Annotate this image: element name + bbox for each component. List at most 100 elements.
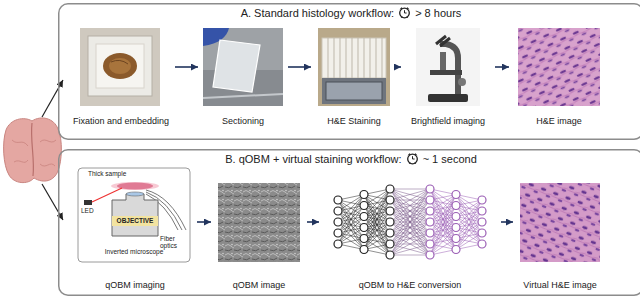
network-link bbox=[390, 233, 430, 255]
tissue-sample-photo bbox=[4, 118, 62, 183]
step-caption: H&E image bbox=[510, 116, 608, 126]
he-micrograph bbox=[518, 28, 600, 106]
microscope-photo bbox=[416, 28, 480, 106]
network-neuron bbox=[452, 235, 460, 243]
branch-arrow bbox=[42, 80, 63, 117]
setup-label: Inverted microscope bbox=[105, 248, 164, 255]
workflow-step: Sectioning bbox=[199, 26, 287, 126]
flow-arrow bbox=[197, 221, 211, 223]
network-neuron bbox=[360, 246, 368, 254]
workflow-step: H&E Staining bbox=[312, 26, 396, 126]
branch-arrow bbox=[42, 184, 63, 220]
network-link bbox=[390, 189, 430, 222]
network-link bbox=[390, 189, 430, 233]
network-link bbox=[390, 222, 430, 255]
setup-label: OBJECTIVE bbox=[117, 217, 154, 224]
network-neuron bbox=[426, 196, 434, 204]
step-caption: Fixation and embedding bbox=[68, 116, 174, 126]
network-link bbox=[390, 189, 430, 211]
network-neuron bbox=[334, 229, 342, 237]
network-link bbox=[390, 189, 430, 211]
network-link bbox=[390, 211, 430, 255]
network-link bbox=[390, 189, 430, 255]
network-neuron bbox=[360, 191, 368, 199]
network-link bbox=[390, 189, 430, 190]
network-neuron bbox=[478, 240, 486, 248]
step-caption: Brightfield imaging bbox=[402, 116, 494, 126]
alarm-clock-icon bbox=[398, 6, 411, 19]
flow-arrow bbox=[501, 221, 513, 223]
network-neuron bbox=[386, 240, 394, 248]
network-neuron bbox=[334, 196, 342, 204]
network-link bbox=[390, 189, 430, 244]
flow-arrow bbox=[397, 66, 401, 68]
network-neuron bbox=[334, 207, 342, 215]
setup-label: Fiber optics bbox=[160, 235, 190, 250]
network-link bbox=[390, 244, 430, 255]
network-neuron bbox=[426, 229, 434, 237]
workflow-step: H&E image bbox=[510, 26, 608, 126]
virtual-he-micrograph bbox=[520, 183, 600, 262]
network-neuron bbox=[386, 229, 394, 237]
network-neuron bbox=[360, 213, 368, 221]
network-link bbox=[390, 189, 430, 222]
workflow-step: Virtual H&E image bbox=[514, 168, 606, 290]
network-neuron bbox=[452, 202, 460, 210]
network-neuron bbox=[334, 218, 342, 226]
network-neuron bbox=[426, 218, 434, 226]
panel-heading: A. Standard histology workflow: bbox=[241, 7, 394, 19]
network-link bbox=[390, 244, 430, 255]
flow-arrow bbox=[175, 66, 198, 68]
network-neuron bbox=[478, 196, 486, 204]
qobm-setup-illustration bbox=[78, 168, 190, 262]
network-neuron bbox=[360, 224, 368, 232]
network-link bbox=[338, 228, 364, 245]
network-neuron bbox=[426, 207, 434, 215]
network-link bbox=[390, 211, 430, 255]
setup-label: Thick sample bbox=[88, 170, 126, 177]
alarm-clock-icon bbox=[406, 152, 419, 165]
network-neuron bbox=[386, 218, 394, 226]
duration-text: > 8 hours bbox=[415, 7, 461, 19]
neural-network-illustration bbox=[334, 185, 486, 259]
network-neuron bbox=[478, 229, 486, 237]
panel-heading: B. qOBM + virtual staining workflow: bbox=[225, 153, 401, 165]
network-link bbox=[390, 189, 430, 255]
network-neuron bbox=[452, 224, 460, 232]
network-neuron bbox=[386, 207, 394, 215]
sectioning-photo bbox=[203, 28, 283, 106]
network-neuron bbox=[452, 246, 460, 254]
panel-title: A. Standard histology workflow: > 8 hours bbox=[58, 6, 640, 19]
network-neuron bbox=[386, 185, 394, 193]
network-neuron bbox=[478, 207, 486, 215]
network-neuron bbox=[360, 235, 368, 243]
network-link bbox=[390, 189, 430, 244]
network-link bbox=[390, 233, 430, 255]
network-neuron bbox=[334, 240, 342, 248]
network-neuron bbox=[386, 251, 394, 259]
network-link bbox=[390, 222, 430, 255]
network-link bbox=[390, 200, 430, 255]
network-neuron bbox=[426, 240, 434, 248]
panel-title: B. qOBM + virtual staining workflow: ~ 1 … bbox=[58, 152, 640, 165]
network-link bbox=[390, 189, 430, 200]
step-caption: qOBM imaging bbox=[74, 280, 196, 290]
network-neuron bbox=[360, 202, 368, 210]
network-link bbox=[456, 233, 482, 250]
workflow-step: Brightfield imaging bbox=[402, 26, 494, 126]
network-neuron bbox=[386, 196, 394, 204]
network-link bbox=[390, 189, 430, 200]
duration-text: ~ 1 second bbox=[423, 153, 477, 165]
network-neuron bbox=[452, 191, 460, 199]
network-neuron bbox=[452, 213, 460, 221]
network-neuron bbox=[426, 251, 434, 259]
network-link bbox=[390, 200, 430, 255]
step-caption: qOBM image bbox=[212, 280, 306, 290]
flow-arrow bbox=[307, 221, 319, 223]
network-neuron bbox=[426, 185, 434, 193]
workflow-step: qOBM to H&E conversion bbox=[320, 168, 500, 290]
workflow-panel: A. Standard histology workflow: > 8 hours… bbox=[58, 3, 640, 140]
network-link bbox=[390, 255, 430, 256]
flow-arrow bbox=[288, 66, 311, 68]
